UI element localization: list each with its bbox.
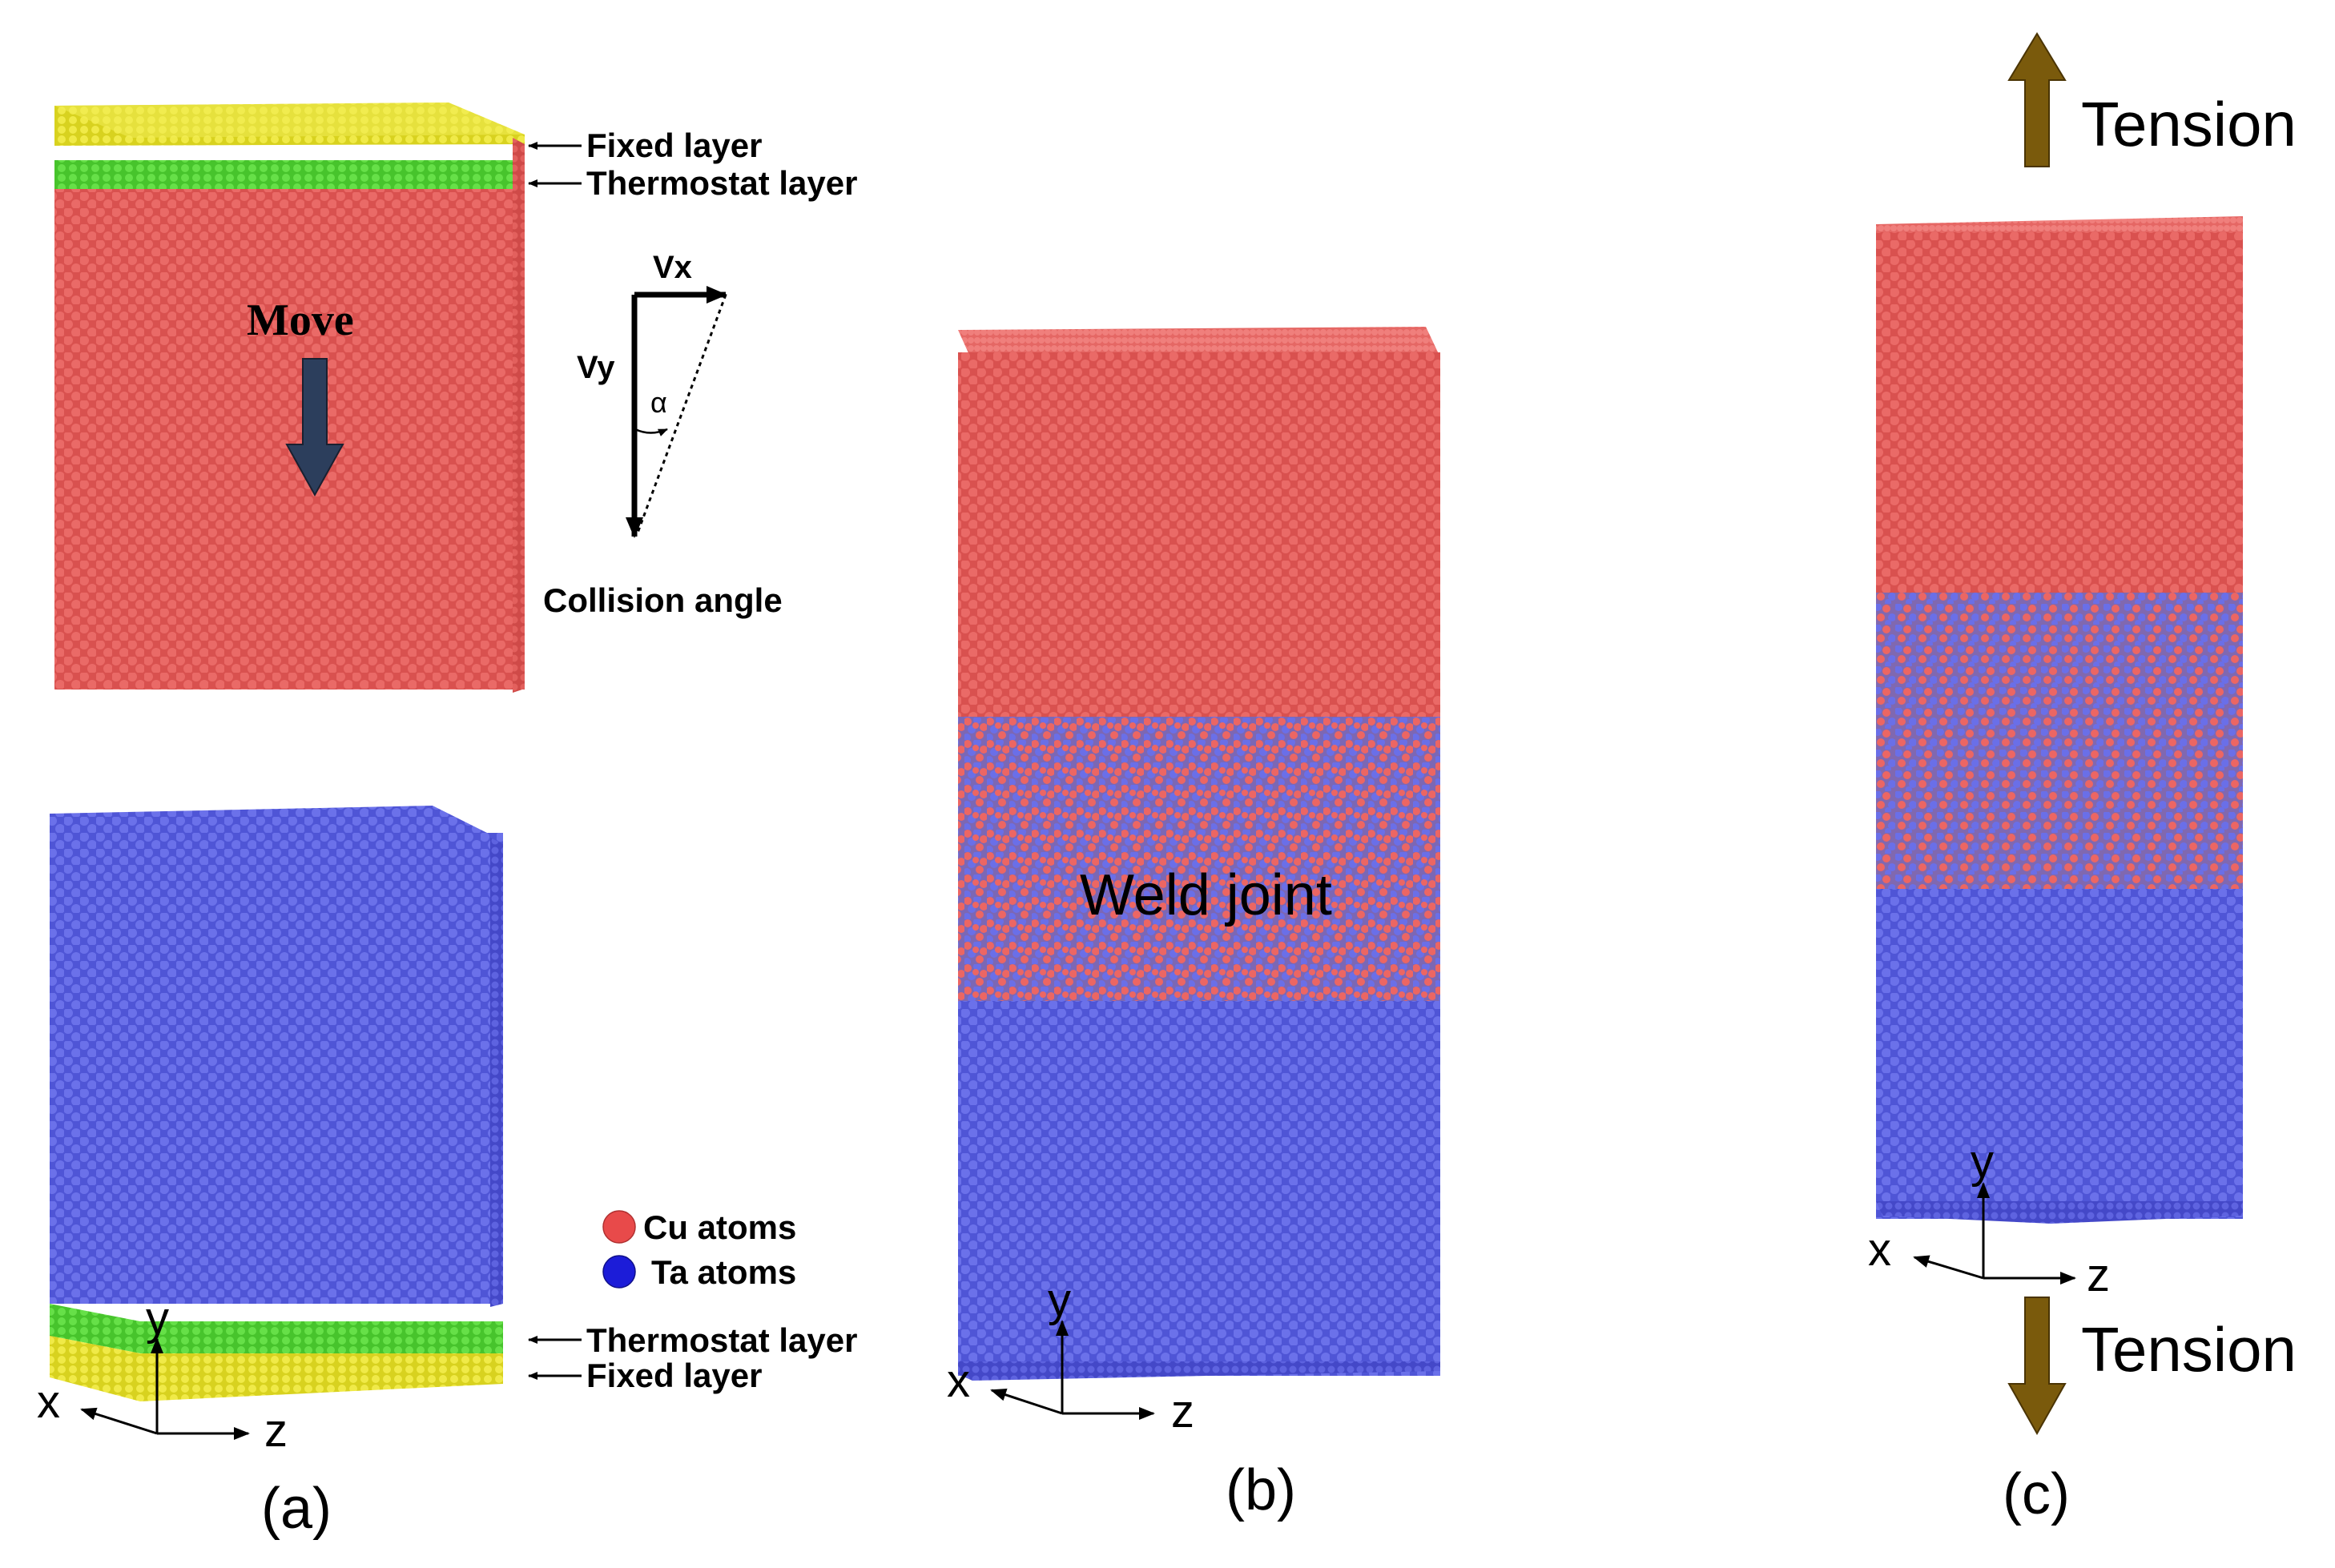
mixed-region-c	[1876, 593, 2243, 893]
ta-block-a	[50, 806, 503, 1401]
panel-c: Tension y z x Tension (c)	[1868, 32, 2297, 1526]
cu-region-b	[958, 352, 1440, 721]
vy-label: Vy	[577, 350, 615, 385]
alpha-label: α	[650, 386, 667, 419]
panel-b-label: (b)	[1226, 1458, 1296, 1522]
panel-a: Move Fixed layer Thermostat layer Vx Vy …	[37, 103, 857, 1541]
ta-region-c	[1876, 889, 2243, 1219]
atom-legend: Cu atoms Ta atoms	[602, 1208, 796, 1291]
cu-region-c	[1876, 232, 2243, 597]
ta-legend-marker	[602, 1255, 636, 1289]
fixed-layer-label-top: Fixed layer	[586, 127, 762, 164]
axis-y-label-b: y	[1048, 1274, 1071, 1326]
weld-joint-label: Weld joint	[1080, 863, 1332, 927]
ta-legend-label: Ta atoms	[651, 1253, 796, 1291]
tension-arrow-bottom	[2007, 1297, 2067, 1436]
cu-legend-label: Cu atoms	[643, 1208, 796, 1246]
weld-region-b	[958, 717, 1440, 1005]
thermostat-layer-label-bottom: Thermostat layer	[586, 1321, 857, 1359]
axes-b: y z x	[947, 1274, 1194, 1437]
ta-region-b	[958, 1001, 1440, 1376]
axes-a: y z x	[37, 1293, 288, 1457]
axis-x-label-c: x	[1868, 1224, 1891, 1276]
axis-z-label-c: z	[2087, 1249, 2110, 1301]
axis-x-label-b: x	[947, 1355, 970, 1407]
tension-label-bottom: Tension	[2081, 1314, 2297, 1385]
fixed-layer-label-bottom: Fixed layer	[586, 1357, 762, 1394]
cu-legend-marker	[602, 1210, 636, 1244]
tension-arrow-top	[2007, 32, 2067, 167]
panel-c-label: (c)	[2003, 1462, 2070, 1526]
thermostat-layer-label-top: Thermostat layer	[586, 164, 857, 202]
move-label: Move	[247, 296, 354, 345]
axes-c: y z x	[1868, 1136, 2110, 1301]
cu-block-a	[54, 103, 525, 693]
velocity-diagram: Vx Vy α Collision angle	[543, 250, 783, 619]
move-arrow	[285, 358, 344, 497]
collision-angle-label: Collision angle	[543, 581, 783, 619]
axis-y-label-c: y	[1971, 1136, 1994, 1188]
panel-b: Weld joint y z x (b)	[947, 327, 1440, 1522]
tension-label-top: Tension	[2081, 89, 2297, 159]
panel-a-label: (a)	[261, 1477, 332, 1541]
vx-label: Vx	[653, 250, 692, 285]
axis-x-label-a: x	[37, 1376, 60, 1428]
axis-z-label-b: z	[1171, 1385, 1194, 1437]
axis-z-label-a: z	[264, 1405, 288, 1457]
axis-y-label-a: y	[146, 1293, 169, 1345]
